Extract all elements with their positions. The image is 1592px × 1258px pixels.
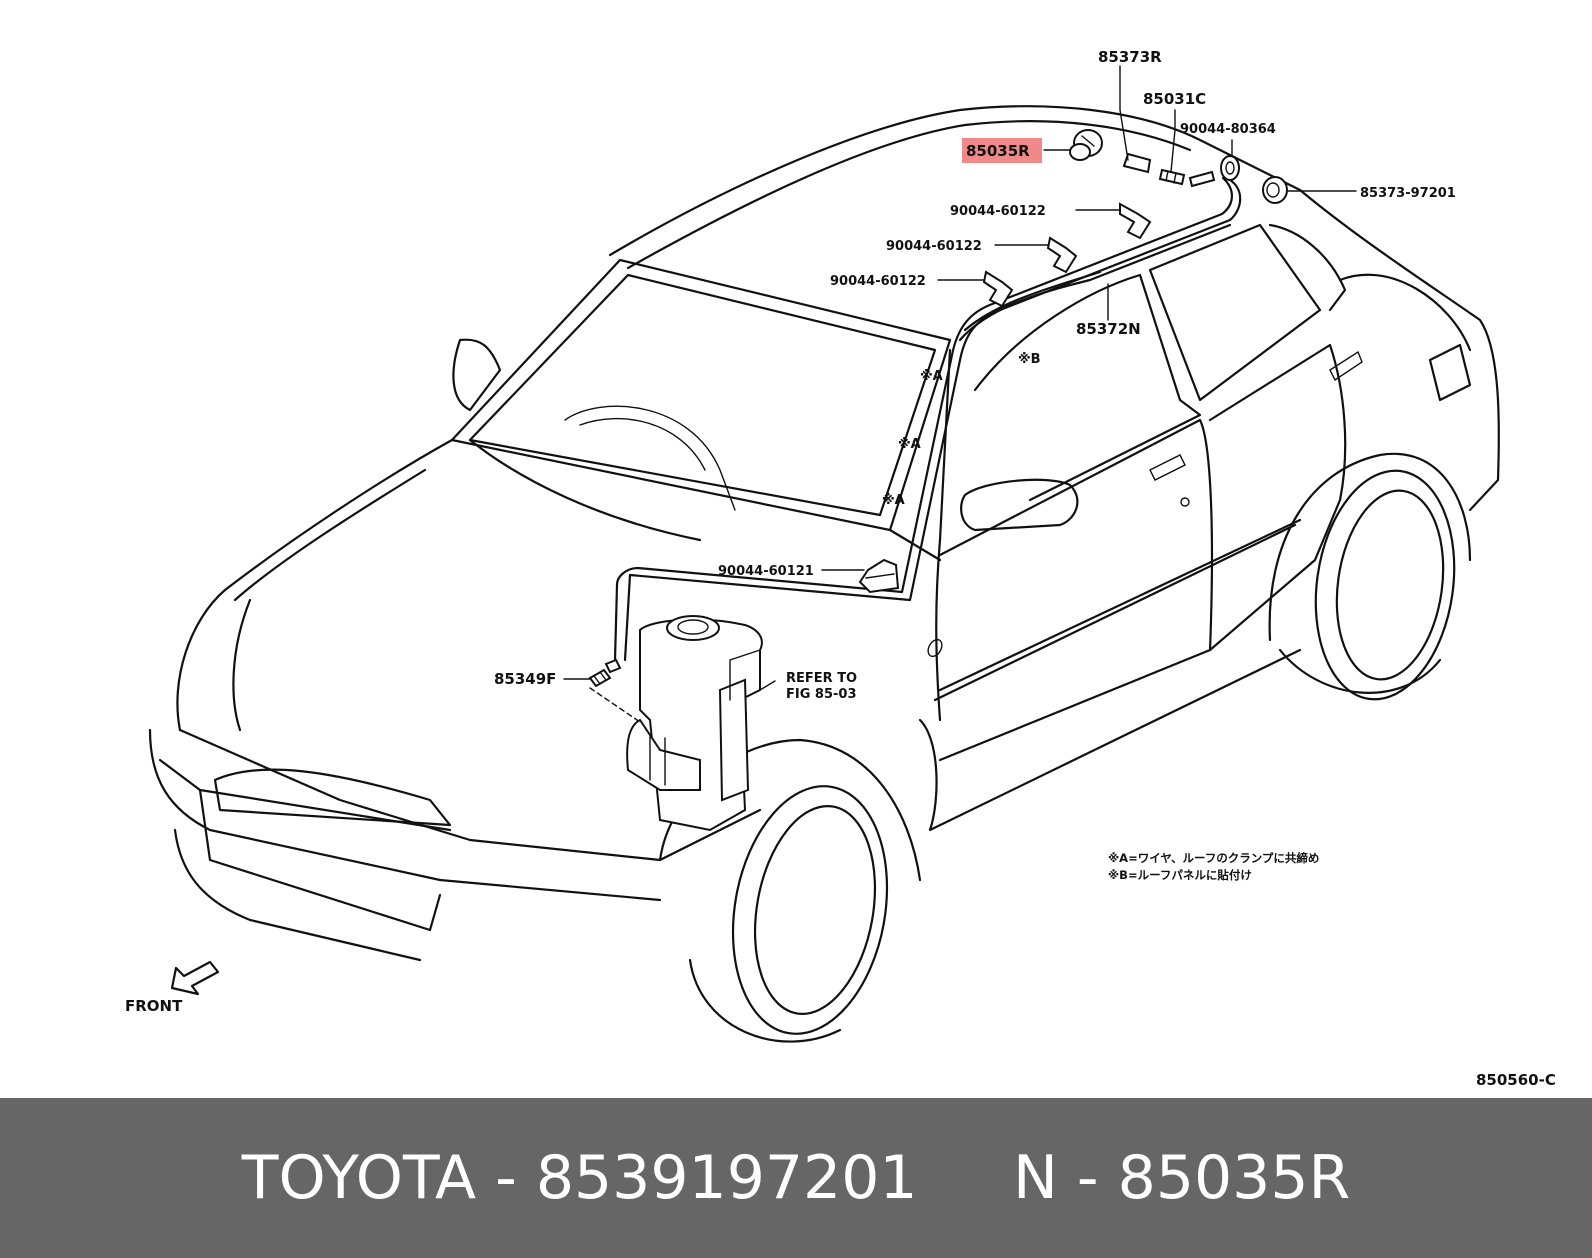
- joint-85349F-part: [588, 658, 641, 723]
- note-A: ※A=ワイヤ、ルーフのクランプに共締め: [1108, 851, 1319, 865]
- label-90044-60122-2: 90044-60122: [886, 239, 982, 254]
- grommet-90044-80364-part: [1220, 155, 1240, 181]
- label-85031C: 85031C: [1143, 90, 1206, 108]
- highlight-85035R: [962, 138, 1042, 163]
- clamp-2-part: [1046, 236, 1078, 274]
- brand-name: TOYOTA: [241, 1143, 477, 1213]
- refer-line-2: FIG 85-03: [786, 687, 857, 702]
- label-90044-60121: 90044-60121: [718, 564, 814, 579]
- label-85373-97201: 85373-97201: [1360, 186, 1456, 201]
- clamp-90044-60121-part: [858, 558, 900, 594]
- refer-line-1: REFER TO: [786, 671, 857, 686]
- mark-A-1: ※A: [920, 369, 943, 384]
- washer-tank: [626, 615, 763, 832]
- label-85372N: 85372N: [1076, 320, 1141, 338]
- clamp-1-part: [1119, 202, 1152, 240]
- part-number-caption: TOYOTA - 8539197201 N - 85035R: [242, 1143, 1350, 1213]
- mark-A-3: ※A: [882, 493, 905, 508]
- label-90044-80364: 90044-80364: [1180, 122, 1276, 137]
- label-90044-60122-1: 90044-60122: [950, 204, 1046, 219]
- note-B: ※B=ルーフパネルに貼付け: [1108, 868, 1252, 882]
- mark-B: ※B: [1018, 352, 1041, 367]
- nozzle-85035R-part: [1069, 129, 1103, 161]
- clamp-3-part: [982, 270, 1014, 308]
- mark-A-2: ※A: [898, 437, 921, 452]
- label-85349F: 85349F: [494, 670, 556, 688]
- parts-group: [588, 129, 1288, 723]
- label-85035R: 85035R: [966, 142, 1030, 160]
- valve-85031C-part: [1158, 168, 1186, 186]
- diagram-ref: 85035R: [1117, 1143, 1351, 1213]
- label-85373R: 85373R: [1098, 48, 1162, 66]
- separator: -: [476, 1143, 536, 1213]
- washer-hose: [613, 176, 1242, 662]
- leader-lines: [563, 65, 1357, 691]
- part-number: 8539197201: [535, 1143, 918, 1213]
- n-label: N -: [1012, 1143, 1118, 1213]
- part-number-banner: TOYOTA - 8539197201 N - 85035R: [0, 1098, 1592, 1258]
- grommet-85373-97201-part: [1262, 176, 1288, 204]
- parts-diagram: 85373R 85031C 90044-80364 85035R 85373-9…: [125, 48, 1556, 1089]
- spacer: [918, 1143, 1013, 1213]
- front-arrow-icon: [170, 960, 220, 996]
- figure-id: 850560-C: [1476, 1071, 1556, 1089]
- car-washer-diagram: 85373R 85031C 90044-80364 85035R 85373-9…: [125, 48, 1556, 1089]
- label-90044-60122-3: 90044-60122: [830, 274, 926, 289]
- tube-85373R-part: [1122, 152, 1152, 174]
- front-label: FRONT: [125, 997, 183, 1015]
- car-outline: [148, 105, 1500, 1043]
- callout-labels: 85373R 85031C 90044-80364 85035R 85373-9…: [125, 48, 1556, 1089]
